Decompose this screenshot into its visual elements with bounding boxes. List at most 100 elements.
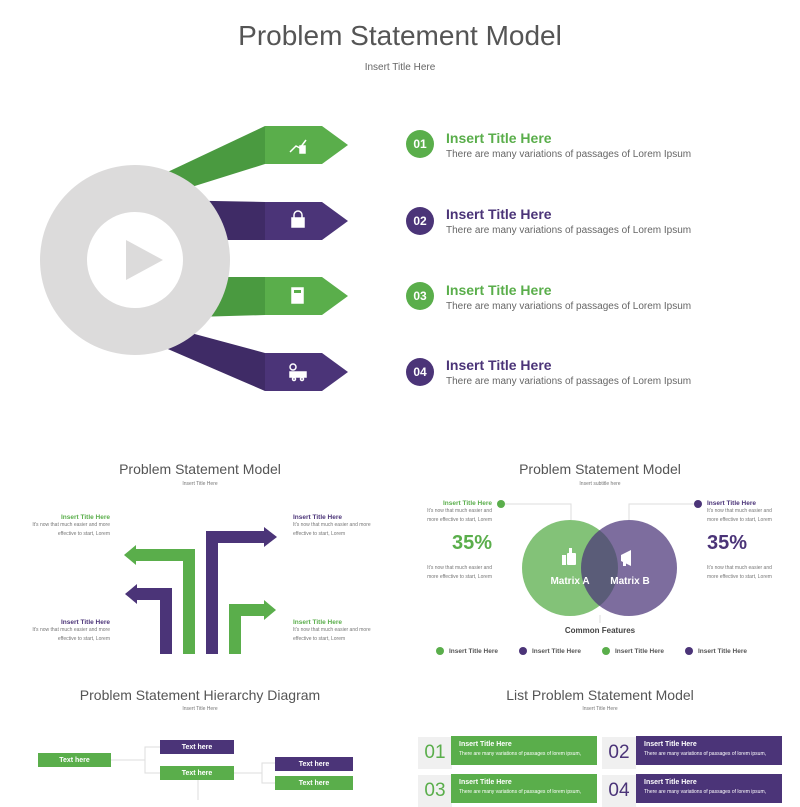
card-desc: There are many variations of passages of… (644, 789, 766, 795)
desc: It's now that much easier and (707, 565, 772, 571)
card-desc: There are many variations of passages of… (459, 789, 581, 795)
venn-title: Problem Statement Model (519, 461, 681, 477)
node-grandchild-1[interactable]: Text here (275, 757, 353, 771)
legend-dot (602, 647, 610, 655)
legend-item: Insert Title Here (685, 647, 768, 655)
arrowhead (264, 527, 277, 547)
list-item-3: 03 (406, 282, 434, 310)
legend-item: Insert Title Here (436, 647, 519, 655)
thumbs-up-icon (562, 548, 576, 565)
desc: It's now that much easier and more (32, 627, 110, 633)
common-features: Common Features (564, 626, 636, 635)
arrow-green-right (229, 604, 266, 654)
list-number: 03 (418, 775, 452, 807)
desc: It's now that much easier and (427, 508, 492, 514)
arrowhead (125, 584, 137, 604)
desc: It's now that much easier and (707, 508, 772, 514)
venn-diagram (497, 500, 702, 623)
item-title: Insert Title Here (446, 206, 552, 222)
marker-dot (694, 500, 702, 508)
venn-right-text: Insert Title Here It's now that much eas… (707, 500, 797, 582)
list-item-4: 04 (406, 358, 434, 386)
item-title: Insert Title Here (446, 130, 552, 146)
calculator-icon (291, 287, 304, 304)
arrow-green-left (134, 549, 195, 654)
list-number: 02 (602, 737, 636, 769)
number-badge: 03 (406, 282, 434, 310)
legend-item: Insert Title Here (519, 647, 602, 655)
tag-1 (265, 126, 348, 164)
chart-growth-icon (289, 139, 307, 154)
desc: more effective to start, Lorem (707, 517, 772, 523)
megaphone-icon (621, 550, 631, 566)
title: Insert Title Here (707, 500, 757, 507)
arrowhead (264, 600, 276, 620)
item-desc: There are many variations of passages of… (446, 376, 692, 387)
list-number: 04 (602, 775, 636, 807)
item-desc: There are many variations of passages of… (446, 225, 692, 236)
legend-dot (685, 647, 693, 655)
arrowhead (124, 545, 136, 565)
card-title: Insert Title Here (644, 741, 697, 748)
arrows-title: Problem Statement Model (119, 461, 281, 477)
tag-2 (265, 202, 348, 240)
list-item-1: 01 (406, 130, 434, 158)
card-title: Insert Title Here (644, 779, 697, 786)
arrows-subtitle: Insert Title Here (182, 481, 218, 487)
legend-label: Insert Title Here (532, 647, 582, 655)
desc: effective to start, Lorem (293, 531, 346, 537)
title: Insert Title Here (293, 619, 343, 626)
desc: effective to start, Lorem (57, 636, 110, 642)
legend-item: Insert Title Here (602, 647, 685, 655)
node-grandchild-2[interactable]: Text here (275, 776, 353, 790)
venn-subtitle: Insert subtitle here (579, 481, 621, 487)
matrix-b-label: Matrix B (610, 576, 650, 587)
legend-label: Insert Title Here (615, 647, 665, 655)
node-child-2[interactable]: Text here (160, 766, 234, 780)
desc: It's now that much easier and more (32, 522, 110, 528)
title: Insert Title Here (60, 619, 110, 626)
main-subtitle: Insert Title Here (364, 62, 436, 73)
arrow-purple-left (134, 588, 172, 654)
number-badge: 04 (406, 358, 434, 386)
play-icon[interactable] (126, 240, 163, 280)
node-root[interactable]: Text here (38, 753, 111, 767)
percent: 35% (707, 532, 748, 554)
desc: It's now that much easier and more (293, 522, 371, 528)
item-desc: There are many variations of passages of… (446, 301, 692, 312)
title: Insert Title Here (60, 514, 110, 521)
hierarchy-title: Problem Statement Hierarchy Diagram (79, 687, 321, 703)
money-lock-icon (291, 210, 305, 228)
list-number: 01 (418, 737, 452, 769)
node-child-1[interactable]: Text here (160, 740, 234, 754)
arrows-diagram (124, 527, 277, 654)
card-desc: There are many variations of passages of… (459, 751, 581, 757)
connector (628, 503, 695, 520)
list-subtitle: Insert Title Here (582, 706, 618, 712)
number-badge: 01 (406, 130, 434, 158)
card-title: Insert Title Here (459, 779, 512, 786)
tag-3 (265, 277, 348, 315)
card-title: Insert Title Here (459, 741, 512, 748)
desc: more effective to start, Lorem (707, 574, 772, 580)
legend-label: Insert Title Here (449, 647, 499, 655)
title: Insert Title Here (293, 514, 343, 521)
venn-left-text: Insert Title Here It's now that much eas… (410, 500, 492, 582)
desc: effective to start, Lorem (57, 531, 110, 537)
desc: effective to start, Lorem (293, 636, 346, 642)
hierarchy-connectors (110, 746, 275, 800)
card-desc: There are many variations of passages of… (644, 751, 766, 757)
marker-dot (497, 500, 505, 508)
item-title: Insert Title Here (446, 282, 552, 298)
list-item-2: 02 (406, 207, 434, 235)
